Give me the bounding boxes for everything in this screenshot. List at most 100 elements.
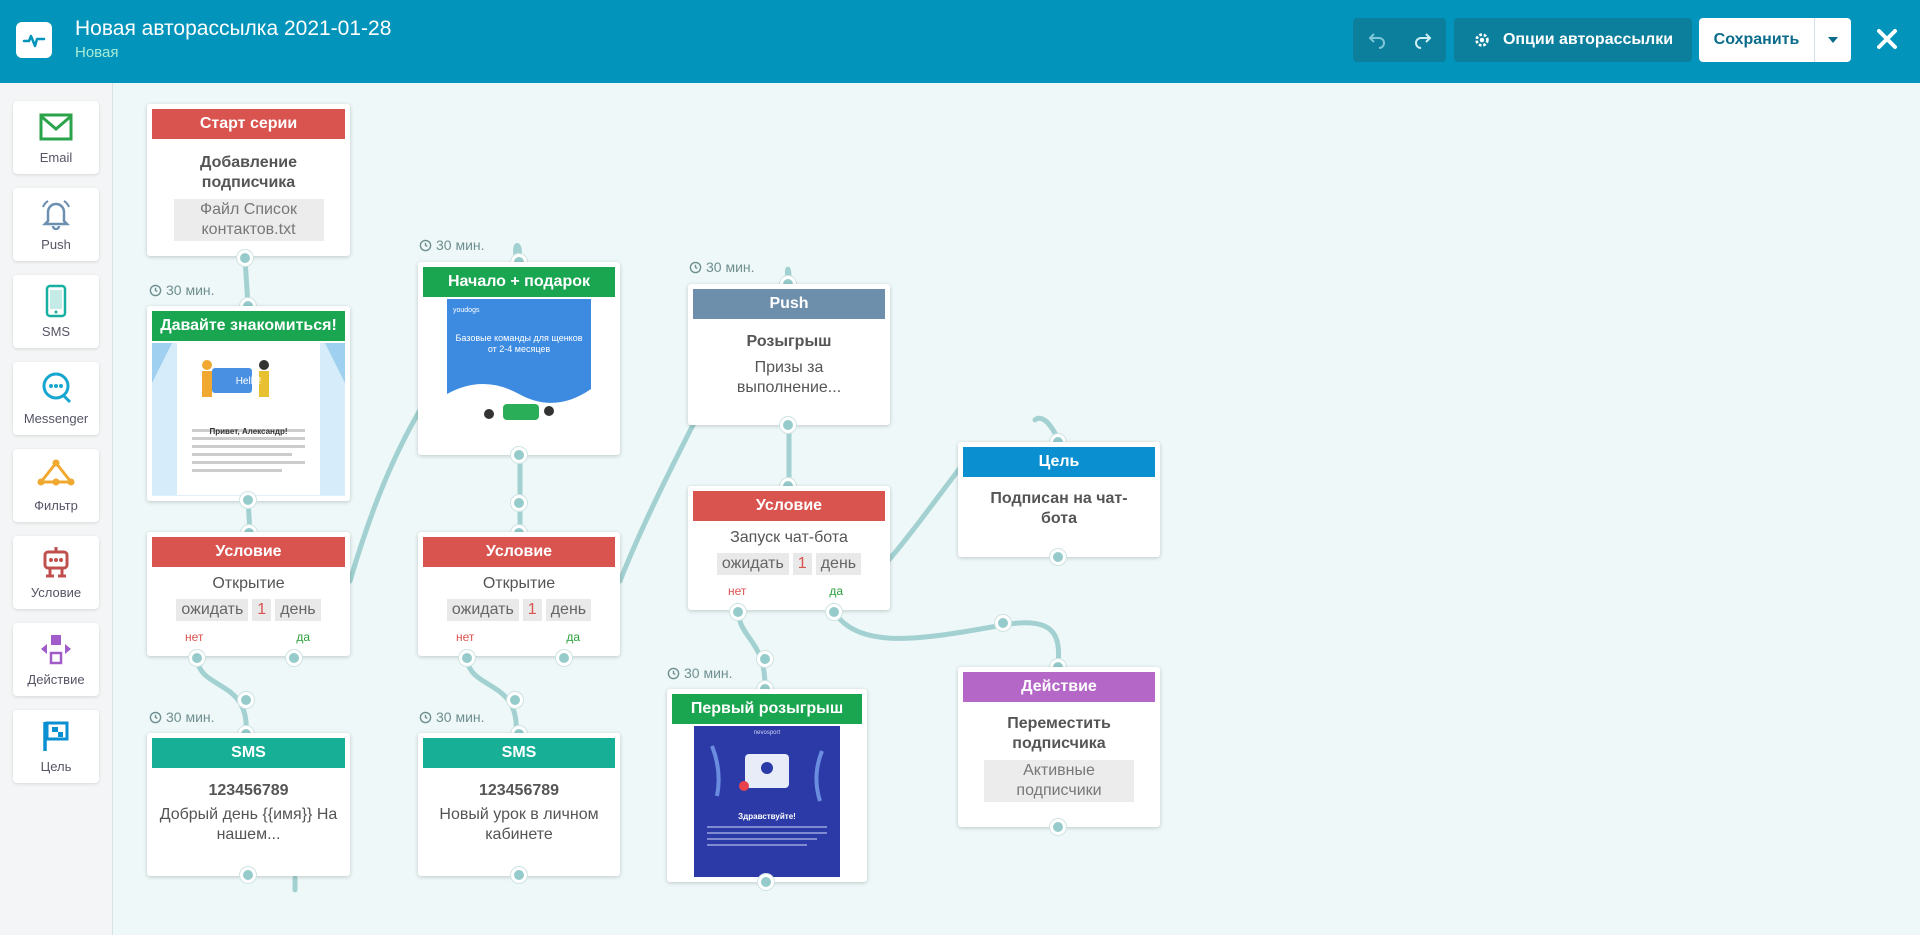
condition-node-3[interactable]: Условие Запуск чат-бота ожидать 1 день н…: [688, 486, 890, 610]
start-node[interactable]: Старт серии Добавление подписчика Файл С…: [147, 104, 350, 256]
connector-port[interactable]: [240, 492, 256, 508]
redo-button[interactable]: [1400, 31, 1446, 49]
connector-port[interactable]: [507, 692, 523, 708]
email-preview-thumbnail: nevosport Здравствуйте!: [672, 726, 862, 877]
robot-icon: [43, 547, 69, 578]
email-node-3[interactable]: Первый розыгрыш nevosport Здравствуйте!: [667, 689, 867, 882]
connector-port[interactable]: [238, 692, 254, 708]
delay-label: 30 мин.: [419, 237, 485, 253]
branch-yes-label: да: [296, 630, 310, 644]
condition-node-2[interactable]: Условие Открытие ожидать 1 день нет да: [418, 532, 620, 656]
email-node-1[interactable]: Давайте знакомиться! Hello! Привет, Алек…: [147, 306, 350, 501]
condition-event: Запуск чат-бота: [730, 529, 848, 546]
email-icon: [39, 113, 73, 141]
palette-label: Messenger: [23, 411, 89, 426]
palette-label: Push: [41, 237, 71, 252]
palette-filter[interactable]: Фильтр: [13, 449, 99, 522]
palette-condition[interactable]: Условие: [13, 536, 99, 609]
action-node-header: Действие: [963, 672, 1155, 702]
condition-node-header: Условие: [423, 537, 615, 567]
action-icon: [41, 635, 71, 665]
palette-label: Цель: [40, 759, 72, 774]
sms-node-header: SMS: [152, 738, 345, 768]
condition-wait: ожидать 1 день: [155, 599, 342, 621]
filter-icon: [37, 459, 75, 486]
sms-node-1[interactable]: SMS 123456789 Добрый день {{имя}} На наш…: [147, 733, 350, 876]
elements-palette: Email Push SMS Messenger Фильтр Условие …: [0, 83, 113, 935]
connector-port[interactable]: [780, 417, 796, 433]
goal-node-header: Цель: [963, 447, 1155, 477]
chat-icon: [42, 372, 72, 404]
push-node[interactable]: Push Розыгрыш Призы за выполнение...: [688, 284, 890, 425]
connector-port-no[interactable]: [189, 650, 205, 666]
condition-node-1[interactable]: Условие Открытие ожидать 1 день нет да: [147, 532, 350, 656]
connector-port[interactable]: [758, 874, 774, 890]
branch-no-label: нет: [185, 630, 204, 644]
clock-icon: [419, 711, 432, 723]
history-buttons: [1353, 18, 1446, 62]
close-icon: [1877, 29, 1897, 49]
connector-port[interactable]: [240, 867, 256, 883]
condition-node-header: Условие: [693, 491, 885, 521]
connector-port-yes[interactable]: [556, 650, 572, 666]
palette-label: SMS: [41, 324, 71, 339]
palette-push[interactable]: Push: [13, 188, 99, 261]
condition-node-header: Условие: [152, 537, 345, 567]
clock-icon: [149, 284, 162, 296]
branch-no-label: нет: [728, 584, 747, 598]
connector-port[interactable]: [995, 615, 1011, 631]
close-button[interactable]: [1872, 24, 1902, 54]
action-node[interactable]: Действие Переместить подписчика Активные…: [958, 667, 1160, 827]
palette-label: Email: [39, 150, 73, 165]
palette-goal[interactable]: Цель: [13, 710, 99, 783]
sms-number: 123456789: [478, 782, 560, 799]
connector-port[interactable]: [511, 447, 527, 463]
undo-button[interactable]: [1354, 31, 1400, 49]
palette-messenger[interactable]: Messenger: [13, 362, 99, 435]
save-button-group: Сохранить: [1699, 18, 1851, 62]
branch-yes-label: да: [829, 584, 843, 598]
palette-action[interactable]: Действие: [13, 623, 99, 696]
caret-down-icon: [1828, 37, 1838, 43]
page-title[interactable]: Новая авторассылка 2021-01-28: [75, 17, 392, 40]
sms-text: Добрый день {{имя}} На нашем...: [159, 806, 338, 843]
undo-icon: [1368, 33, 1385, 49]
palette-label: Условие: [30, 585, 82, 600]
save-dropdown-button[interactable]: [1814, 18, 1851, 62]
connector-port-no[interactable]: [730, 604, 746, 620]
options-button[interactable]: Опции авторассылки: [1454, 18, 1692, 62]
condition-wait: ожидать 1 день: [426, 599, 612, 621]
top-bar: Новая авторассылка 2021-01-28 Новая Опци…: [0, 0, 1920, 83]
app-logo-icon[interactable]: [16, 22, 52, 58]
connector-port-yes[interactable]: [286, 650, 302, 666]
action-title: Переместить подписчика: [1007, 715, 1111, 752]
phone-icon: [45, 284, 67, 318]
email-node-2[interactable]: Начало + подарок youdogs Базовые команды…: [418, 262, 620, 455]
condition-event: Открытие: [212, 575, 285, 592]
push-node-header: Push: [693, 289, 885, 319]
connector-port-no[interactable]: [459, 650, 475, 666]
clock-icon: [667, 667, 680, 679]
push-title: Розыгрыш: [746, 333, 832, 350]
connector-port[interactable]: [511, 495, 527, 511]
clock-icon: [689, 261, 702, 273]
email-preview-thumbnail: youdogs Базовые команды для щенков от 2-…: [423, 299, 615, 450]
start-node-title: Добавление подписчика: [199, 154, 298, 191]
connector-port[interactable]: [1050, 819, 1066, 835]
sms-node-2[interactable]: SMS 123456789 Новый урок в личном кабине…: [418, 733, 620, 876]
delay-label: 30 мин.: [689, 259, 755, 275]
connector-port[interactable]: [511, 867, 527, 883]
palette-email[interactable]: Email: [13, 101, 99, 174]
status-label: Новая: [75, 44, 119, 61]
connector-port[interactable]: [237, 250, 253, 266]
sms-text: Новый урок в личном кабинете: [439, 806, 599, 843]
connector-port-yes[interactable]: [826, 604, 842, 620]
connector-port[interactable]: [1050, 549, 1066, 565]
palette-label: Фильтр: [34, 498, 78, 513]
palette-sms[interactable]: SMS: [13, 275, 99, 348]
goal-node[interactable]: Цель Подписан на чат-бота: [958, 442, 1160, 557]
condition-wait: ожидать 1 день: [696, 553, 882, 575]
save-button[interactable]: Сохранить: [1713, 31, 1800, 48]
delay-label: 30 мин.: [149, 282, 215, 298]
connector-port[interactable]: [757, 651, 773, 667]
